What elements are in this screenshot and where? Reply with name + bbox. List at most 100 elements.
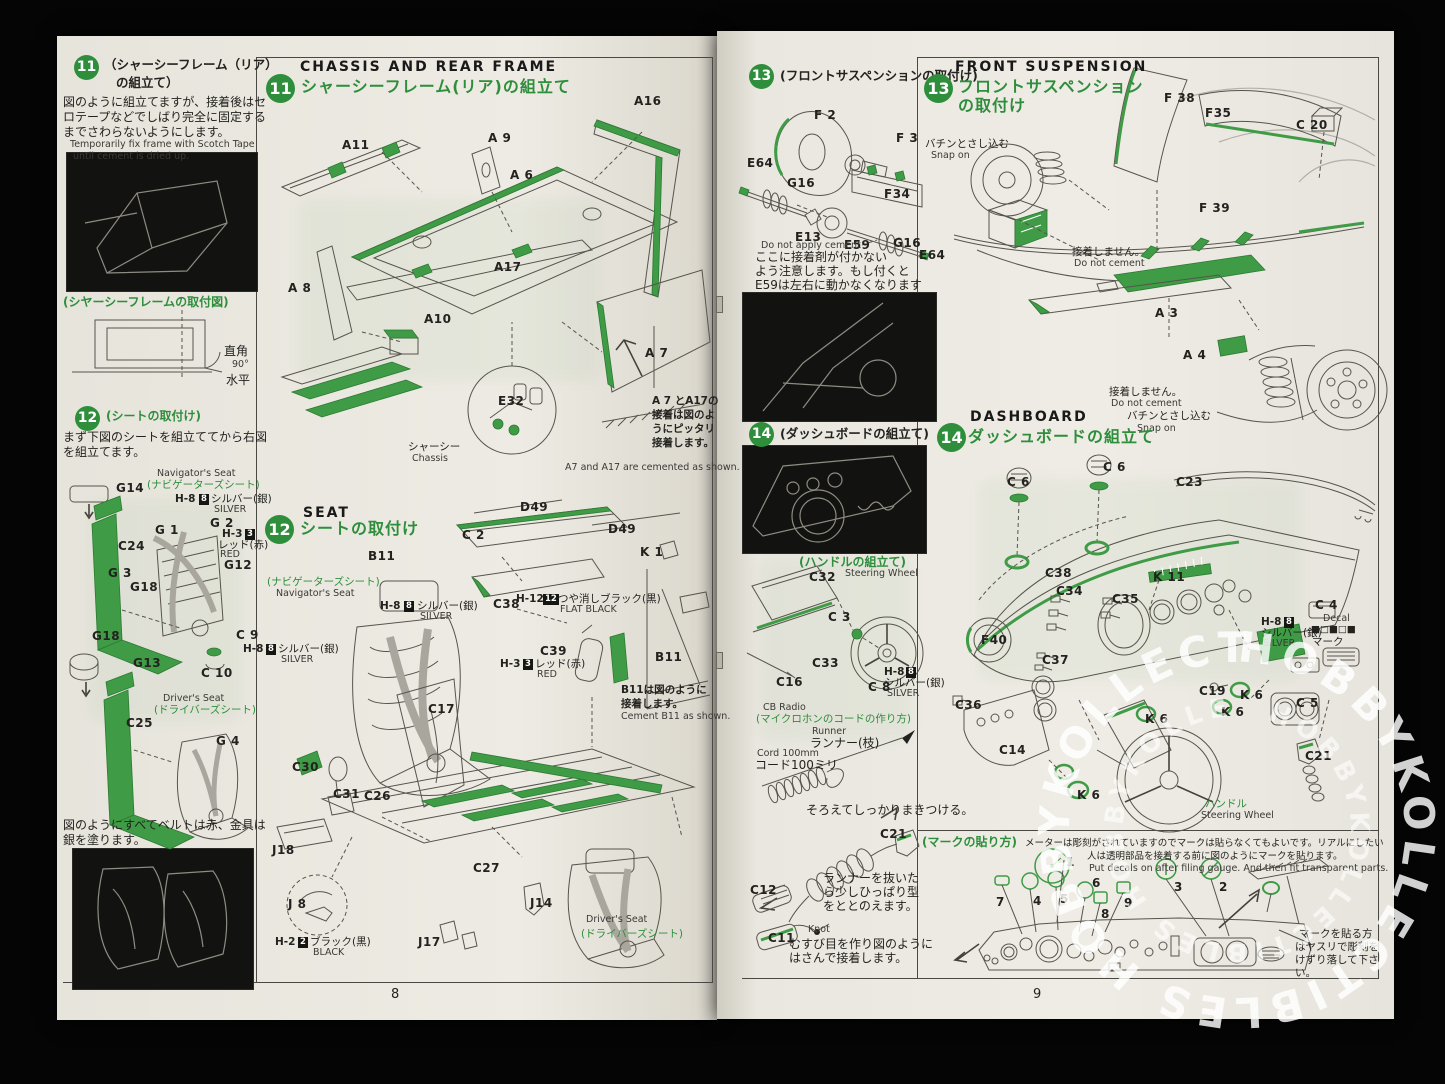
text-label: （シャーシーフレーム（リア） <box>104 57 278 72</box>
part-label: A 8 <box>288 281 312 295</box>
divider <box>256 57 257 982</box>
text-label: (マークの貼り方) <box>922 835 1017 849</box>
text-label: 接着します。 <box>621 698 683 710</box>
part-label: C31 <box>333 787 361 801</box>
part-label: G18 <box>130 580 159 594</box>
text-label: Snap on <box>1137 423 1176 434</box>
text-label: Do not apply cement <box>761 240 861 251</box>
text-label: A7 and A17 are cemented as shown. <box>565 462 740 473</box>
text-label: CHASSIS AND REAR FRAME <box>300 59 558 75</box>
text-label: まず下図のシートを組立ててから右図 <box>63 430 268 444</box>
text-label: はさんで接着します。 <box>789 951 908 965</box>
text-label: ■□■□■ <box>1311 624 1356 635</box>
text-label: シートの取付け <box>300 519 420 538</box>
text-label: FRONT SUSPENSION <box>955 59 1148 75</box>
border <box>1378 57 1379 978</box>
part-label: C12 <box>750 883 778 897</box>
step-badge: 12 <box>265 515 294 544</box>
text-label: Cord 100mm <box>757 748 819 759</box>
text-label: E59は左右に動かなくなります <box>755 278 922 292</box>
seat-diagram <box>276 499 711 969</box>
part-label: K 6 <box>1145 712 1169 726</box>
part-label: A 6 <box>510 168 534 182</box>
text-label: けずり落して下さ <box>1295 954 1379 966</box>
text-label: 図のようにすべてベルトは赤、金具は <box>63 818 266 832</box>
part-label: 2 <box>1219 880 1228 894</box>
part-label: C 5 <box>1296 696 1319 710</box>
text-label: (シートの取付け) <box>106 409 201 423</box>
text-label: RED <box>220 549 240 560</box>
text-label: い。 <box>1295 967 1316 979</box>
part-label: C 4 <box>1315 598 1338 612</box>
text-label: SEAT <box>303 505 350 521</box>
part-label: F 3 <box>896 131 919 145</box>
part-label: A10 <box>424 312 452 326</box>
part-label: C 10 <box>201 666 233 680</box>
part-label: E64 <box>747 156 774 170</box>
part-label: C11 <box>768 931 796 945</box>
part-label: C39 <box>540 644 568 658</box>
text-label: Driver's Seat <box>586 914 648 925</box>
text-label: つや消しブラック(黒) <box>558 593 661 605</box>
text-label: RED <box>537 669 557 680</box>
text-label: うにピッタリ <box>652 423 715 435</box>
part-label: H-2 <box>275 936 296 948</box>
text-label: 図のように組立てますが、接着後はセ <box>63 95 267 109</box>
text-label: Temporarily fix frame with Scotch Tape <box>70 139 255 150</box>
text-label: シルバー(銀) <box>1261 627 1322 639</box>
text-label: Steering Wheel <box>1201 810 1274 821</box>
text-label: までさわらないようにします。 <box>63 125 230 139</box>
text-label: シャーシー <box>408 441 461 453</box>
paint-code-chip: 8 <box>266 644 276 655</box>
page-number: 9 <box>1033 987 1042 1002</box>
part-label: G18 <box>92 629 121 643</box>
part-label: 3 <box>1174 880 1183 894</box>
part-label: K 11 <box>1153 570 1186 584</box>
part-label: E59 <box>844 238 871 252</box>
showthrough <box>300 200 600 380</box>
part-label: C21 <box>1305 749 1333 763</box>
text-label: Runner <box>812 726 846 737</box>
chassis-diagram <box>280 119 711 455</box>
gauge-decal-diagram <box>953 848 1330 972</box>
text-label: SILVER <box>1263 638 1296 649</box>
part-label: 5 <box>1060 892 1069 906</box>
text-label: A 7 とA17の <box>652 395 719 407</box>
part-label: H-12 <box>516 593 544 605</box>
text-label: の組立て） <box>116 75 179 90</box>
photo-dashboard <box>742 445 927 554</box>
text-label: (ナビゲーターズシート) <box>147 479 260 491</box>
part-label: C23 <box>1176 475 1204 489</box>
text-label: Do not cement <box>1074 258 1145 269</box>
paint-code-chip: 3 <box>245 529 255 540</box>
text-label: マークを貼る方 <box>1299 928 1373 940</box>
part-label: C38 <box>493 597 521 611</box>
hub-and-driveshaft-diagram <box>738 111 930 261</box>
text-label: ブラック(黒) <box>310 936 371 948</box>
part-label: C36 <box>955 698 983 712</box>
part-label: 1 <box>1066 855 1075 869</box>
text-label: Steering Wheel <box>845 568 918 579</box>
text-label: until cement is dried up. <box>73 151 190 162</box>
part-label: G 2 <box>210 516 234 530</box>
dashboard-diagram <box>952 454 1376 833</box>
part-label: K 6 <box>1077 788 1101 802</box>
part-label: C26 <box>364 789 392 803</box>
part-label: C16 <box>776 675 804 689</box>
text-label: 銀を塗ります。 <box>63 833 146 847</box>
part-label: H-3 <box>222 528 243 540</box>
text-label: 水平 <box>226 373 251 387</box>
text-label: ら少しひっぱり型 <box>823 885 920 899</box>
staple <box>716 296 723 313</box>
part-label: J14 <box>530 896 553 910</box>
part-label: F 38 <box>1164 91 1196 105</box>
text-label: BLACK <box>313 947 345 958</box>
border <box>63 982 713 983</box>
part-label: C 6 <box>1007 475 1030 489</box>
text-label: SILVER <box>214 504 247 515</box>
part-label: C35 <box>1112 592 1140 606</box>
text-label: (シヤーシーフレームの取付図) <box>63 295 229 309</box>
part-label: H-8 <box>243 643 264 655</box>
part-label: C25 <box>126 716 154 730</box>
border <box>917 57 1378 58</box>
